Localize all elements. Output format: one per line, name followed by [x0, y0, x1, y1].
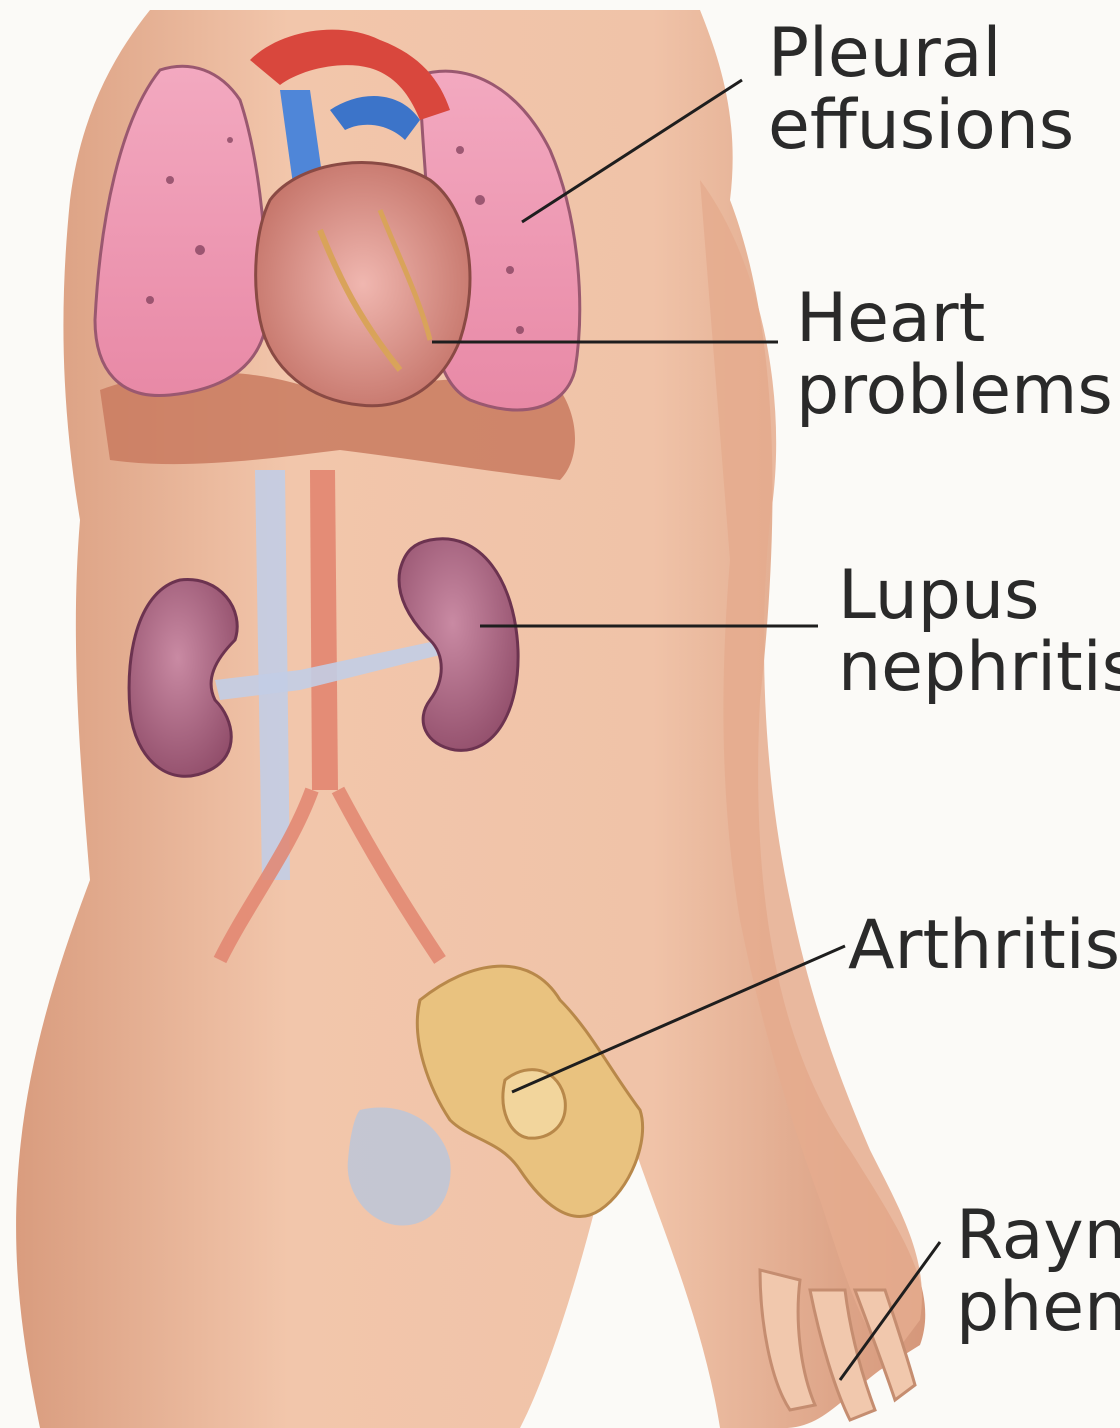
label-line: Arthritis — [848, 910, 1120, 982]
label-raynaud-phenomenon: Rayna pheno — [956, 1200, 1120, 1344]
abdominal-aorta — [310, 470, 338, 790]
label-line: problems — [796, 355, 1113, 427]
label-line: pheno — [956, 1272, 1120, 1344]
heart — [256, 163, 470, 406]
label-lupus-nephritis: Lupus nephritis — [838, 560, 1120, 704]
label-line: effusions — [768, 90, 1074, 162]
label-line: Lupus — [838, 560, 1120, 632]
label-pleural-effusions: Pleural effusions — [768, 18, 1074, 162]
label-line: Pleural — [768, 18, 1074, 90]
label-heart-problems: Heart problems — [796, 283, 1113, 427]
label-line: Heart — [796, 283, 1113, 355]
label-line: nephritis — [838, 632, 1120, 704]
femur-head — [503, 1070, 565, 1139]
label-arthritis: Arthritis — [848, 910, 1120, 982]
label-line: Rayna — [956, 1200, 1120, 1272]
